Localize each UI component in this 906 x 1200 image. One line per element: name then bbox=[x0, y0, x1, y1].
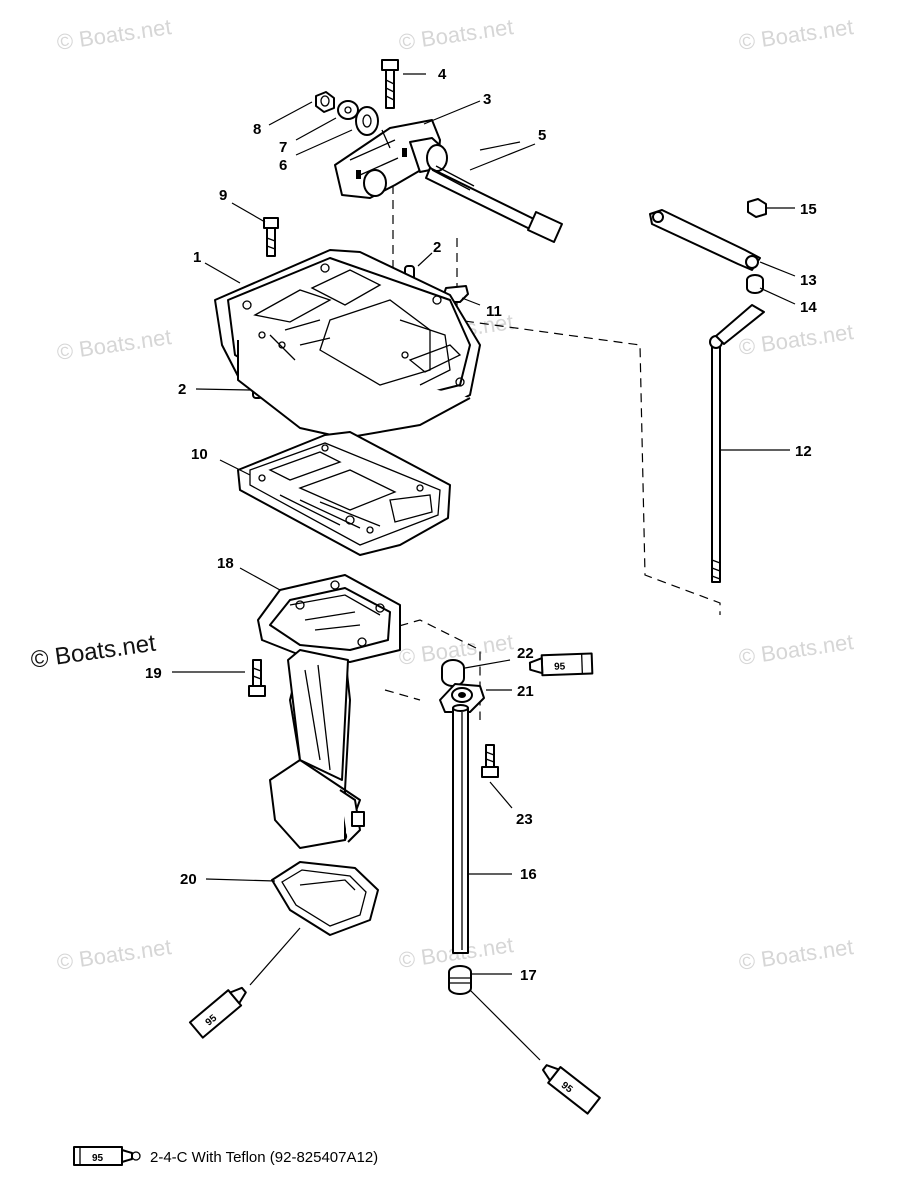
leader-lines bbox=[172, 73, 796, 1061]
watermark-text: © Boats.net bbox=[29, 630, 158, 674]
callout-9: 9 bbox=[219, 187, 227, 204]
callout-6: 6 bbox=[279, 157, 287, 174]
part-13-lever bbox=[649, 209, 761, 271]
callout-3: 3 bbox=[483, 91, 491, 108]
part-21-guide bbox=[439, 683, 485, 713]
watermark-text: © Boats.net bbox=[55, 14, 173, 55]
watermark-text: © Boats.net bbox=[737, 629, 855, 670]
callout-13: 13 bbox=[800, 272, 817, 289]
legend-tube-icon: 95 bbox=[73, 1146, 141, 1166]
callout-5: 5 bbox=[538, 127, 546, 144]
part-19-bolt bbox=[248, 659, 266, 697]
callout-11: 11 bbox=[486, 303, 502, 320]
watermark-text: © Boats.net bbox=[55, 324, 173, 365]
callout-8: 8 bbox=[253, 121, 261, 138]
part-10-gasket bbox=[237, 431, 451, 556]
part-20-seal bbox=[271, 861, 379, 936]
callout-7: 7 bbox=[279, 139, 287, 156]
watermark-text: © Boats.net bbox=[55, 934, 173, 975]
callout-1: 1 bbox=[193, 249, 201, 266]
watermark-text: © Boats.net bbox=[737, 934, 855, 975]
part-14-bushing bbox=[746, 274, 764, 294]
part-7-washer bbox=[337, 100, 359, 120]
callout-18: 18 bbox=[217, 555, 234, 572]
part-17-grommet bbox=[448, 965, 472, 995]
callout-10: 10 bbox=[191, 446, 208, 463]
part-15-nut bbox=[747, 198, 767, 218]
callout-4: 4 bbox=[438, 66, 447, 83]
callout-23: 23 bbox=[516, 811, 533, 828]
callout-22: 22 bbox=[517, 645, 534, 662]
part-1-adaptor-plate bbox=[214, 249, 481, 439]
watermark-text: © Boats.net bbox=[397, 14, 515, 55]
part-8-nut bbox=[315, 91, 335, 113]
lubricant-tube-20: 95 bbox=[188, 986, 247, 1039]
callouts: 1 2 2 3 4 5 6 7 8 9 10 11 12 13 14 15 16… bbox=[145, 66, 817, 984]
part-22-bushing bbox=[441, 659, 465, 687]
callout-15: 15 bbox=[800, 201, 817, 218]
part-6-washer bbox=[355, 106, 379, 136]
part-9-bolt bbox=[263, 217, 279, 257]
part-16-tube bbox=[452, 704, 469, 954]
legend-text: 2-4-C With Teflon (92-825407A12) bbox=[150, 1149, 378, 1166]
callout-2-lower: 2 bbox=[178, 381, 186, 398]
legend-code: 95 bbox=[92, 1153, 104, 1164]
watermark-text: © Boats.net bbox=[737, 319, 855, 360]
legend: 95 2-4-C With Teflon (92-825407A12) bbox=[73, 1146, 378, 1166]
part-3-bracket bbox=[334, 119, 448, 199]
callout-21: 21 bbox=[517, 683, 534, 700]
callout-16: 16 bbox=[520, 866, 537, 883]
callout-20: 20 bbox=[180, 871, 197, 888]
part-23-screw bbox=[481, 744, 499, 778]
lubricant-tube-17: 95 bbox=[542, 1064, 601, 1115]
part-4-bolt bbox=[381, 59, 399, 109]
watermark-text: © Boats.net bbox=[737, 14, 855, 55]
lubricant-tube-22: 95 bbox=[528, 652, 594, 677]
part-5-long-bolt bbox=[425, 165, 563, 243]
part-18-housing bbox=[257, 574, 401, 849]
callout-17: 17 bbox=[520, 967, 537, 984]
callout-12: 12 bbox=[795, 443, 812, 460]
callout-19: 19 bbox=[145, 665, 162, 682]
lubricant-tube-code: 95 bbox=[554, 661, 566, 672]
callout-2-upper: 2 bbox=[433, 239, 441, 256]
callout-14: 14 bbox=[800, 299, 817, 316]
part-12-shift-rod bbox=[709, 304, 765, 583]
